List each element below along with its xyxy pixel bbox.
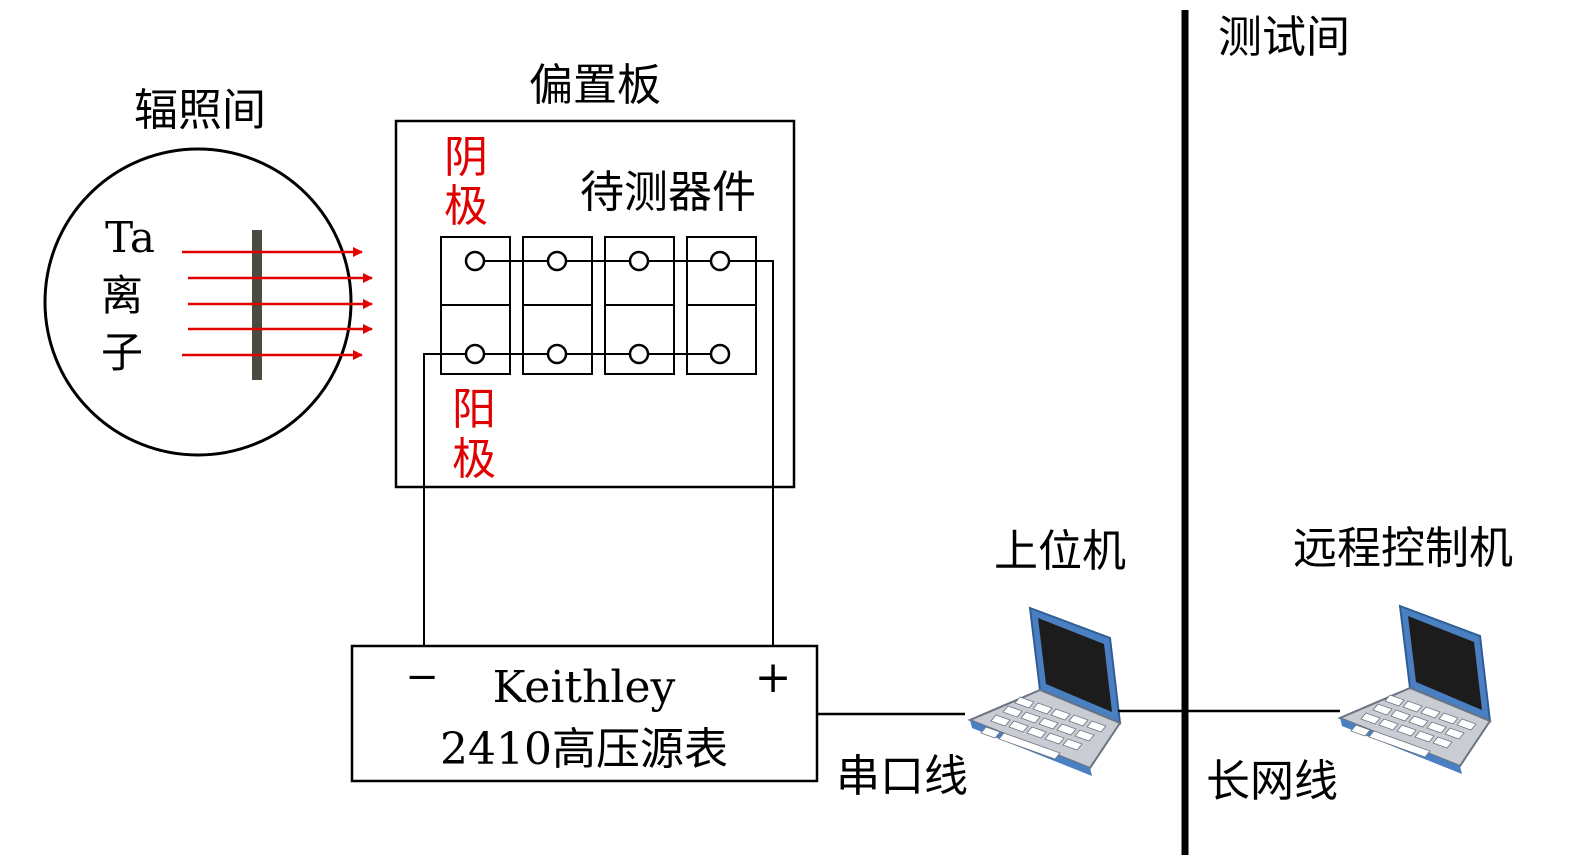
test-room-label: 测试间 [1218,12,1350,63]
cathode-wire [475,260,774,646]
remote-pc-label: 远程控制机 [1293,523,1513,574]
ta-label-line3: 子 [101,328,143,377]
terminal [546,250,568,272]
terminal [628,343,650,365]
device-slots [440,236,757,375]
host-laptop-icon [969,607,1121,777]
terminal [546,343,568,365]
remote-laptop-icon [1339,605,1491,775]
bias-board-box [394,119,796,489]
dut-label: 待测器件 [580,167,756,218]
ion-beam-arrows [182,247,373,360]
cathode-label-line1: 阴 [444,132,488,183]
terminal [709,250,731,272]
terminal [464,343,486,365]
ta-label-line1: Ta [105,213,155,262]
anode-label-line2: 极 [452,434,496,485]
source-meter-name: Keithley [493,662,676,713]
bias-wiring [423,260,774,646]
bias-board-label: 偏置板 [529,60,661,111]
anode-wire [423,353,720,646]
terminal [464,250,486,272]
cathode-label-line2: 极 [444,181,488,232]
ta-label-line2: 离 [101,271,143,320]
plus-terminal-label: + [755,652,792,703]
long-cable-label: 长网线 [1206,756,1338,807]
radiation-chamber-circle [43,147,353,457]
minus-terminal-label: − [405,654,439,700]
device-terminals [464,250,731,365]
source-meter-model: 2410高压源表 [440,724,728,775]
terminal [628,250,650,272]
serial-cable-label: 串口线 [836,751,968,802]
terminal [709,343,731,365]
host-pc-label: 上位机 [994,526,1126,577]
anode-label-line1: 阳 [452,384,496,435]
radiation-room-label: 辐照间 [134,85,266,136]
